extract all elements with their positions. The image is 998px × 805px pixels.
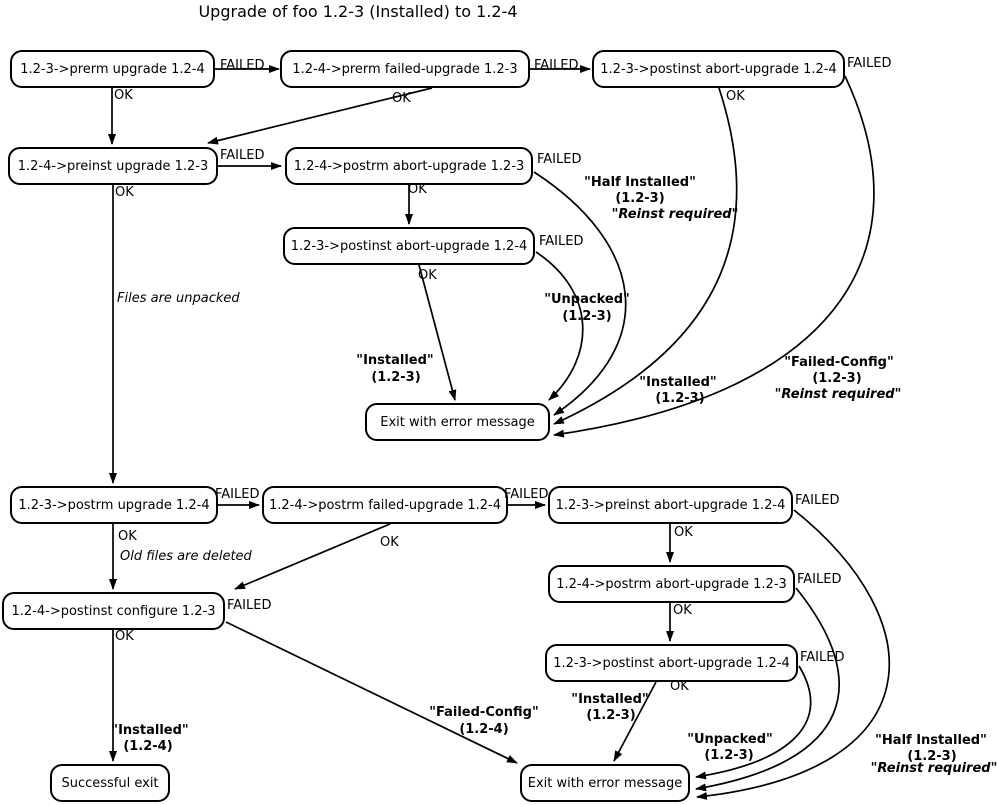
edge-result-label: FAILED <box>539 234 584 249</box>
edge-result-label: OK <box>418 268 437 283</box>
state-label: "Installed" <box>571 692 649 707</box>
edge-result-label: FAILED <box>795 493 840 508</box>
edge-result-label: FAILED <box>215 487 260 502</box>
state-label: "Unpacked" <box>544 292 630 307</box>
edge-result-label: FAILED <box>504 487 549 502</box>
state-label: "Unpacked" <box>687 732 773 747</box>
node-label: 1.2-3->postinst abort-upgrade 1.2-4 <box>600 61 837 77</box>
edge-result-label: FAILED <box>227 598 272 613</box>
node-exit-error-bottom: Exit with error message <box>520 764 690 802</box>
state-label: "Installed" <box>639 375 717 390</box>
state-label: (1.2-3) <box>907 749 957 764</box>
node-label: 1.2-3->preinst abort-upgrade 1.2-4 <box>555 497 786 513</box>
node-prerm-upgrade: 1.2-3->prerm upgrade 1.2-4 <box>10 50 215 88</box>
edge-result-label: OK <box>115 629 134 644</box>
annotation-label: Files are unpacked <box>117 291 240 306</box>
state-label: "Reinst required" <box>870 761 998 776</box>
edge-result-label: OK <box>392 91 411 106</box>
edge-result-label: FAILED <box>797 572 842 587</box>
edge-result-label: OK <box>670 679 689 694</box>
edge-result-label: OK <box>726 89 745 104</box>
edge-result-label: FAILED <box>534 58 579 73</box>
node-label: 1.2-4->postrm abort-upgrade 1.2-3 <box>293 158 525 174</box>
state-label: "Half Installed" <box>875 733 987 748</box>
state-label: "Reinst required" <box>611 207 739 222</box>
node-preinst-abort: 1.2-3->preinst abort-upgrade 1.2-4 <box>548 486 793 524</box>
node-label: 1.2-3->postinst abort-upgrade 1.2-4 <box>290 238 528 254</box>
node-postrm-abort-mid: 1.2-4->postrm abort-upgrade 1.2-3 <box>285 147 533 185</box>
edge-result-label: OK <box>115 185 134 200</box>
node-label: 1.2-4->postrm abort-upgrade 1.2-3 <box>556 576 787 592</box>
node-label: Exit with error message <box>380 414 535 430</box>
state-label: "Installed" <box>111 723 189 738</box>
node-postinst-abort-top: 1.2-3->postinst abort-upgrade 1.2-4 <box>592 50 845 88</box>
node-postrm-failed-upgrade: 1.2-4->postrm failed-upgrade 1.2-4 <box>262 486 508 524</box>
edge-result-label: FAILED <box>800 650 845 665</box>
edge-result-label: OK <box>118 529 137 544</box>
state-label: (1.2-4) <box>459 722 509 737</box>
annotation-label: Old files are deleted <box>120 549 252 564</box>
state-label: (1.2-3) <box>562 309 612 324</box>
node-label: Exit with error message <box>527 775 683 791</box>
edge-postrm-failed-upgrade-ok-to-postinst-configure <box>234 523 391 590</box>
node-label: 1.2-3->postinst abort-upgrade 1.2-4 <box>553 655 790 671</box>
edge-result-label: OK <box>673 603 692 618</box>
edge-result-label: FAILED <box>847 56 892 71</box>
node-postinst-abort-mid: 1.2-3->postinst abort-upgrade 1.2-4 <box>283 227 535 265</box>
node-postrm-abort-bottom: 1.2-4->postrm abort-upgrade 1.2-3 <box>548 565 795 603</box>
state-label: (1.2-4) <box>123 739 173 754</box>
state-label: (1.2-3) <box>704 748 754 763</box>
node-label: 1.2-3->prerm upgrade 1.2-4 <box>20 61 205 77</box>
state-label: "Reinst required" <box>774 387 902 402</box>
edge-result-label: OK <box>674 525 693 540</box>
node-exit-error-mid: Exit with error message <box>365 403 550 441</box>
edge-result-label: FAILED <box>537 152 582 167</box>
edge-result-label: OK <box>114 88 133 103</box>
node-label: 1.2-4->postrm failed-upgrade 1.2-4 <box>269 497 501 513</box>
state-label: (1.2-3) <box>812 371 862 386</box>
edge-postinst-abort-mid-ok-to-exit-error-mid <box>418 264 457 401</box>
node-postinst-abort-bottom: 1.2-3->postinst abort-upgrade 1.2-4 <box>545 644 798 682</box>
node-label: 1.2-4->preinst upgrade 1.2-3 <box>17 158 209 174</box>
state-label: (1.2-3) <box>615 191 665 206</box>
diagram-title: Upgrade of foo 1.2-3 (Installed) to 1.2-… <box>198 2 518 21</box>
node-preinst-upgrade: 1.2-4->preinst upgrade 1.2-3 <box>8 147 218 185</box>
edge-result-label: FAILED <box>220 148 265 163</box>
node-label: 1.2-4->postinst configure 1.2-3 <box>11 603 216 619</box>
node-prerm-failed-upgrade: 1.2-4->prerm failed-upgrade 1.2-3 <box>280 50 530 88</box>
state-label: "Half Installed" <box>584 175 696 190</box>
node-label: Successful exit <box>61 775 159 791</box>
edge-postinst-abort-mid-failed-to-exit-error-mid <box>535 251 584 401</box>
node-label: 1.2-4->prerm failed-upgrade 1.2-3 <box>292 61 518 77</box>
state-label: "Failed-Config" <box>429 705 539 720</box>
edge-result-label: FAILED <box>220 58 265 73</box>
state-label: (1.2-3) <box>371 370 421 385</box>
state-label: (1.2-3) <box>586 708 636 723</box>
node-postrm-upgrade: 1.2-3->postrm upgrade 1.2-4 <box>10 486 218 524</box>
state-label: "Installed" <box>356 353 434 368</box>
state-label: "Failed-Config" <box>784 355 894 370</box>
node-label: 1.2-3->postrm upgrade 1.2-4 <box>18 497 210 513</box>
node-successful-exit: Successful exit <box>50 764 170 802</box>
edge-result-label: OK <box>380 535 399 550</box>
edge-result-label: OK <box>408 182 427 197</box>
node-postinst-configure: 1.2-4->postinst configure 1.2-3 <box>2 592 225 630</box>
edge-postinst-configure-failed-to-exit-error-bottom <box>225 621 518 764</box>
edge-postinst-abort-top-ok-to-exit-error-mid <box>553 87 738 425</box>
state-label: (1.2-3) <box>655 391 705 406</box>
